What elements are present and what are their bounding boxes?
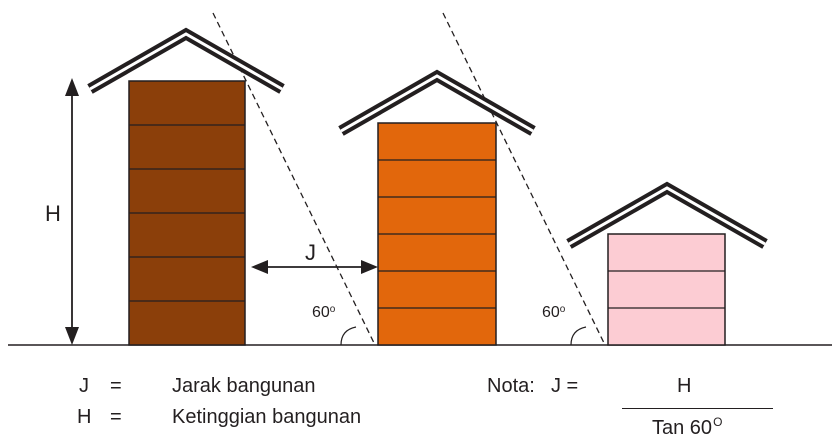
fraction-bar (622, 408, 773, 409)
angle-label-left: 60o (312, 304, 336, 321)
formula-denominator: Tan 60O (652, 415, 723, 439)
roof-small (566, 181, 768, 249)
formula-prefix: Nota: (487, 375, 535, 397)
height-arrow (65, 78, 79, 345)
building-mid-floors (378, 159, 496, 309)
angle-label-right: 60o (542, 304, 566, 321)
angle-arc-right (570, 326, 587, 346)
legend-j-symbol: J (79, 375, 89, 397)
legend-j-equals: = (110, 375, 122, 397)
angle-arc-left (340, 326, 357, 346)
legend-h-equals: = (110, 406, 122, 428)
roof-tall (87, 27, 285, 94)
building-tall-floors (129, 124, 245, 302)
legend-j-text: Jarak bangunan (172, 375, 316, 397)
formula-lhs: J = (551, 375, 579, 397)
height-label: H (45, 201, 61, 226)
building-tall (87, 27, 285, 346)
legend-h-text: Ketinggian bangunan (172, 406, 362, 428)
building-small-body (607, 233, 726, 346)
roof-mid (338, 69, 536, 136)
distance-label: J (305, 240, 316, 265)
building-small (566, 181, 768, 346)
legend-h-symbol: H (77, 406, 92, 428)
building-mid (338, 69, 536, 346)
distance-arrow (251, 260, 378, 274)
sight-line-right (442, 12, 606, 346)
formula-numerator: H (677, 375, 692, 397)
building-small-floors (608, 270, 725, 309)
